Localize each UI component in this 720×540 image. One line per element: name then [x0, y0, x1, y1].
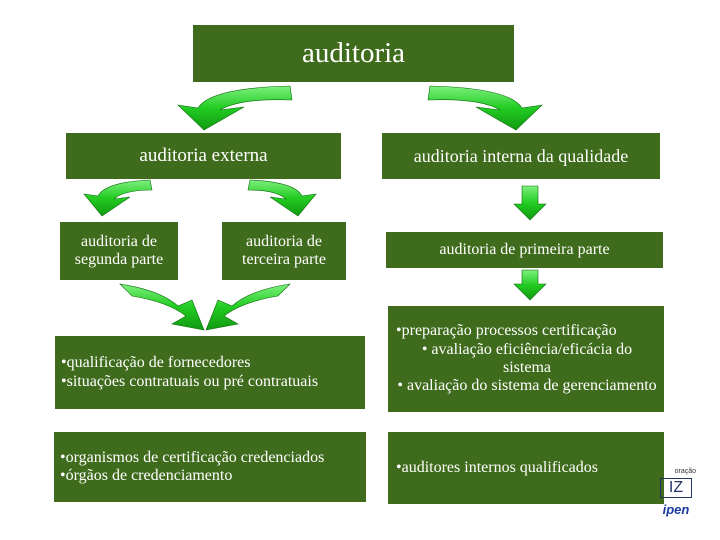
first-party-list-box: preparação processos certificação avalia… — [388, 306, 664, 412]
arrow-to-first-party-list — [513, 269, 547, 301]
logo-caption: oração — [674, 468, 696, 475]
auditors-list-box: auditores internos qualificados — [388, 432, 664, 504]
list-item: qualificação de fornecedores — [61, 354, 318, 372]
second-party-box: auditoria de segunda parte — [60, 222, 178, 280]
first-party-label: auditoria de primeira parte — [439, 240, 610, 258]
third-party-box: auditoria de terceira parte — [222, 222, 346, 280]
root-label: auditoria — [301, 36, 406, 69]
list-item: preparação processos certificação — [396, 322, 658, 340]
external-box: auditoria externa — [66, 133, 341, 179]
logo-name: ipen — [662, 502, 690, 517]
arrow-to-lists-right — [205, 283, 291, 331]
arrow-to-third-party — [247, 179, 317, 217]
third-party-list-box: organismos de certificação credenciados … — [54, 432, 366, 502]
list-item: avaliação eficiência/eficácia do sistema — [396, 341, 658, 378]
second-party-label: auditoria de segunda parte — [74, 232, 164, 268]
external-label: auditoria externa — [139, 145, 268, 167]
ipen-logo: oração IZ ipen — [656, 468, 696, 524]
arrow-to-external — [177, 85, 293, 131]
arrow-to-internal — [427, 85, 543, 131]
arrow-to-second-party — [83, 179, 153, 217]
list-item: órgãos de credenciamento — [60, 467, 324, 485]
root-box: auditoria — [193, 25, 514, 82]
third-party-label: auditoria de terceira parte — [242, 232, 326, 268]
arrow-to-first-party — [513, 185, 547, 221]
list-item: auditores internos qualificados — [396, 459, 598, 477]
logo-mark: IZ — [660, 478, 692, 498]
internal-label: auditoria interna da qualidade — [413, 145, 629, 166]
arrow-to-lists — [119, 283, 205, 331]
internal-box: auditoria interna da qualidade — [382, 133, 660, 179]
second-party-list-box: qualificação de fornecedores situações c… — [55, 336, 365, 409]
list-item: situações contratuais ou pré contratuais — [61, 373, 318, 391]
list-item: avaliação do sistema de gerenciamento — [396, 377, 658, 395]
first-party-box: auditoria de primeira parte — [386, 232, 663, 268]
list-item: organismos de certificação credenciados — [60, 449, 325, 467]
